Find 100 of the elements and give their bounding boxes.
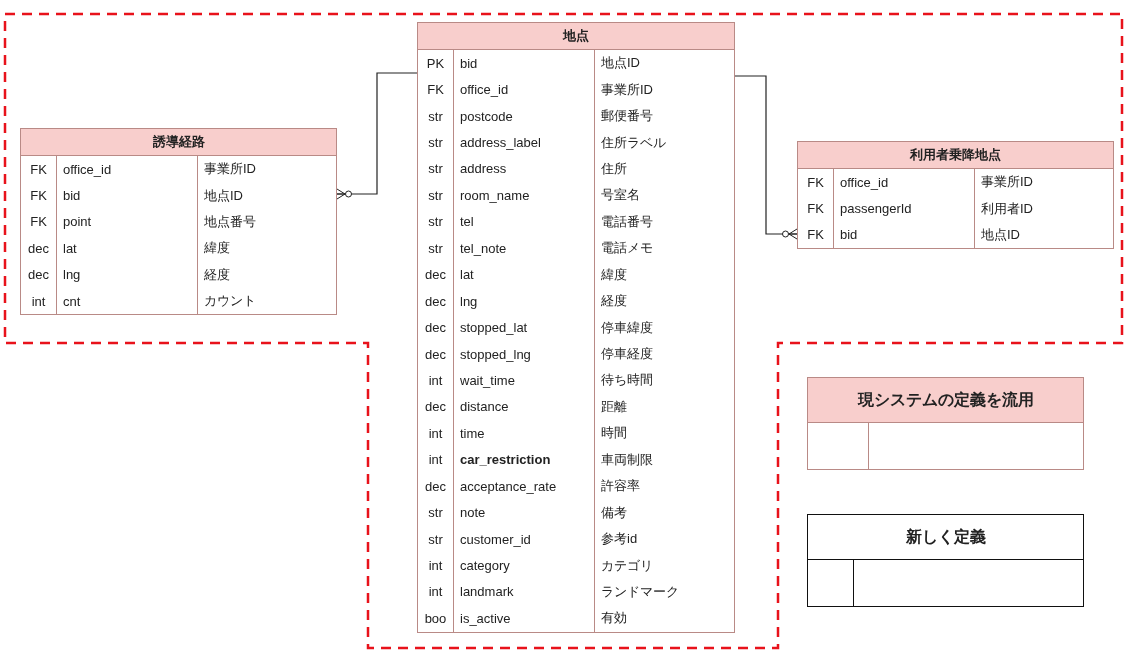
field-name: room_name — [453, 182, 594, 209]
field-name: distance — [453, 393, 594, 421]
field-description: 地点番号 — [197, 208, 336, 236]
field-description: 事業所ID — [974, 169, 1113, 196]
key-label: int — [30, 292, 47, 311]
field-description: 車両制限 — [594, 446, 734, 473]
key-label: int — [427, 371, 444, 390]
table-header: 地点 — [418, 23, 734, 50]
key-label: dec — [27, 266, 50, 285]
table-header: 現システムの定義を流用 — [808, 378, 1083, 423]
field-name: address_label — [453, 129, 594, 156]
key-label: FK — [426, 81, 445, 100]
field-name: passengerId — [833, 195, 974, 222]
key-label: FK — [806, 226, 825, 245]
field-name: is_active — [453, 605, 594, 632]
key-label: FK — [29, 213, 48, 232]
field-name: category — [453, 552, 594, 579]
table-header: 誘導経路 — [21, 129, 336, 156]
field-description: ランドマーク — [594, 578, 734, 606]
field-description: 郵便番号 — [594, 102, 734, 130]
key-label: str — [427, 504, 444, 523]
key-label: dec — [27, 239, 50, 258]
key-label: int — [427, 451, 444, 470]
key-label: str — [427, 213, 444, 232]
key-label: int — [427, 557, 444, 576]
key-label: int — [427, 424, 444, 443]
field-description: 距離 — [594, 393, 734, 421]
field-description: 緯度 — [197, 235, 336, 262]
field-description: 利用者ID — [974, 195, 1113, 222]
key-label: str — [427, 160, 444, 179]
entity-table — [797, 141, 1114, 250]
entity-table — [20, 128, 337, 316]
key-label: boo — [423, 609, 448, 628]
key-label: PK — [425, 54, 446, 73]
field-name: stopped_lng — [453, 340, 594, 368]
field-name: lng — [453, 287, 594, 315]
field-description: 地点ID — [974, 221, 1113, 249]
field-description: 有効 — [594, 605, 734, 632]
key-label: FK — [806, 173, 825, 192]
relationship-line — [336, 72, 418, 200]
entity-table — [417, 22, 735, 633]
field-description: 住所ラベル — [594, 129, 734, 156]
field-description: 待ち時間 — [594, 367, 734, 394]
field-description: 参考id — [594, 525, 734, 553]
key-label: str — [427, 186, 444, 205]
field-description: 電話メモ — [594, 235, 734, 262]
key-label: int — [427, 583, 444, 602]
table-header: 利用者乗降地点 — [798, 142, 1113, 169]
field-name: car_restriction — [453, 446, 594, 473]
field-name: cnt — [56, 287, 197, 315]
field-description: 経度 — [594, 287, 734, 315]
field-name: address — [453, 155, 594, 183]
field-name: wait_time — [453, 367, 594, 394]
field-description: 事業所ID — [594, 76, 734, 103]
field-name: office_id — [833, 169, 974, 196]
field-description: 停車緯度 — [594, 314, 734, 341]
field-name: acceptance_rate — [453, 473, 594, 500]
field-name: time — [453, 420, 594, 447]
key-label: str — [427, 107, 444, 126]
field-name: office_id — [453, 76, 594, 103]
field-name: customer_id — [453, 525, 594, 553]
field-description: 停車経度 — [594, 340, 734, 368]
field-name: tel_note — [453, 235, 594, 262]
field-name: landmark — [453, 578, 594, 606]
field-description: 地点ID — [594, 50, 734, 77]
relationship-line — [734, 75, 798, 240]
key-label: str — [427, 530, 444, 549]
legend-table — [807, 514, 1084, 607]
key-label: dec — [424, 319, 447, 338]
field-description: 住所 — [594, 155, 734, 183]
key-label: FK — [29, 187, 48, 206]
field-description: カテゴリ — [594, 552, 734, 579]
field-description: 緯度 — [594, 261, 734, 288]
field-name: tel — [453, 208, 594, 236]
key-label: FK — [806, 200, 825, 219]
key-label: dec — [424, 398, 447, 417]
key-label: dec — [424, 345, 447, 364]
field-name: note — [453, 499, 594, 526]
field-description: 事業所ID — [197, 156, 336, 183]
field-name: postcode — [453, 102, 594, 130]
field-name: bid — [833, 221, 974, 249]
field-name: lng — [56, 261, 197, 288]
field-description: 地点ID — [197, 182, 336, 209]
field-name: office_id — [56, 156, 197, 183]
key-label: dec — [424, 266, 447, 285]
key-label: dec — [424, 477, 447, 496]
field-description: 許容率 — [594, 473, 734, 500]
field-description: 時間 — [594, 420, 734, 447]
field-name: point — [56, 208, 197, 236]
field-name: stopped_lat — [453, 314, 594, 341]
key-label: FK — [29, 160, 48, 179]
field-description: 経度 — [197, 261, 336, 288]
legend-table — [807, 377, 1084, 470]
field-name: bid — [56, 182, 197, 209]
key-label: str — [427, 239, 444, 258]
field-name: lat — [453, 261, 594, 288]
field-description: カウント — [197, 287, 336, 315]
field-description: 電話番号 — [594, 208, 734, 236]
key-label: str — [427, 134, 444, 153]
field-description: 備考 — [594, 499, 734, 526]
